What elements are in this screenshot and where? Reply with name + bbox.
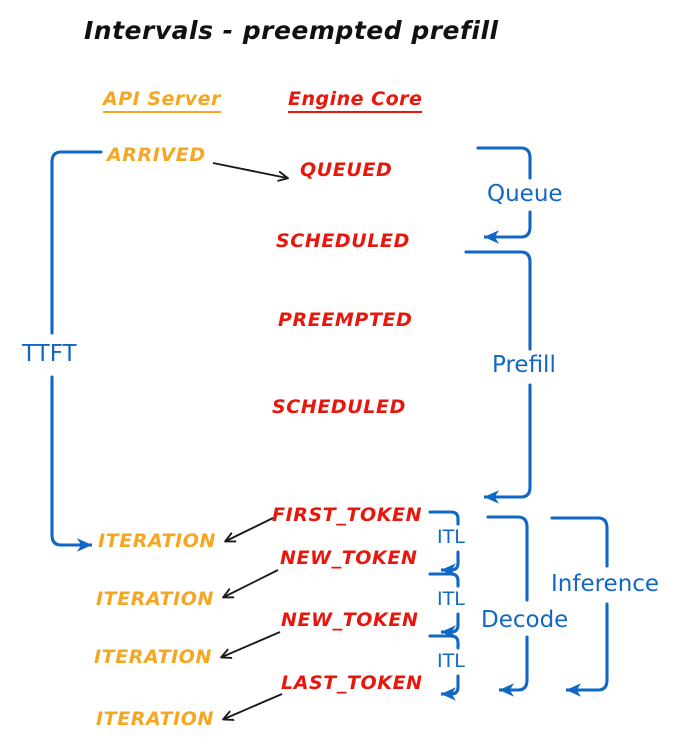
interval-bracket-decode xyxy=(486,515,529,692)
event-scheduled-2: SCHEDULED xyxy=(272,396,406,418)
event-iteration-3: ITERATION xyxy=(94,646,213,668)
event-iteration-4: ITERATION xyxy=(96,708,215,730)
column-header-engine-core: Engine Core xyxy=(288,90,423,113)
event-last-token: LAST_TOKEN xyxy=(281,672,423,694)
event-arrow-last-token xyxy=(224,693,283,719)
interval-label-itl-3: ITL xyxy=(437,650,465,672)
event-arrow-first-token xyxy=(226,517,274,541)
interval-label-prefill: Prefill xyxy=(492,352,556,378)
interval-bracket-ttft xyxy=(50,150,103,547)
event-new-token-1: NEW_TOKEN xyxy=(280,547,418,569)
event-arrow-new-token-2 xyxy=(222,631,281,657)
interval-label-decode: Decode xyxy=(481,607,569,633)
event-iteration-1: ITERATION xyxy=(98,530,217,552)
column-header-api-server-label: API Server xyxy=(103,90,221,113)
event-arrived: ARRIVED xyxy=(107,144,206,166)
event-arrow-arrived-to-queued xyxy=(212,162,287,178)
event-queued: QUEUED xyxy=(300,159,393,181)
interval-label-ttft: TTFT xyxy=(22,341,77,367)
event-arrow-new-token-1 xyxy=(224,569,279,597)
interval-label-queue: Queue xyxy=(487,181,563,207)
interval-bracket-queue xyxy=(476,146,532,239)
interval-bracket-inference xyxy=(550,516,609,692)
interval-label-inference: Inference xyxy=(551,571,660,597)
diagram-title: Intervals - preempted prefill xyxy=(84,16,499,45)
event-first-token: FIRST_TOKEN xyxy=(272,504,423,526)
event-preempted: PREEMPTED xyxy=(278,309,413,331)
interval-label-itl-1: ITL xyxy=(437,526,465,548)
column-header-api-server: API Server xyxy=(103,90,221,113)
event-iteration-2: ITERATION xyxy=(96,588,215,610)
interval-bracket-prefill xyxy=(464,250,532,499)
interval-label-itl-2: ITL xyxy=(437,588,465,610)
event-new-token-2: NEW_TOKEN xyxy=(281,609,419,631)
event-scheduled-1: SCHEDULED xyxy=(276,230,410,252)
column-header-engine-core-label: Engine Core xyxy=(288,90,423,113)
